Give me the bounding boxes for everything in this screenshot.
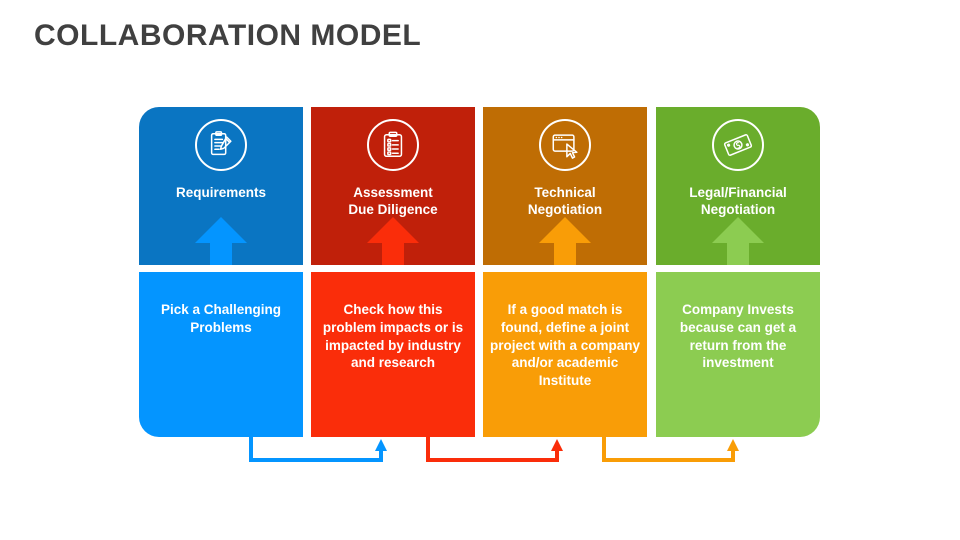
browser-window-cursor-icon (539, 119, 591, 171)
stage-arrow-up (656, 217, 820, 265)
stage-description-box-legal-financial[interactable]: Company Invests because can get a return… (656, 272, 820, 437)
stage-column-technical: Technical Negotiation If a good match is… (483, 107, 647, 437)
stage-description-text: Company Invests because can get a return… (679, 302, 797, 371)
stage-description-box-assessment[interactable]: Check how this problem impacts or is imp… (311, 272, 475, 437)
stage-arrow-up (311, 217, 475, 265)
stage-description-box-requirements[interactable]: Pick a Challenging Problems (139, 272, 303, 437)
stage-description-text: Pick a Challenging Problems (160, 302, 282, 335)
stage-description-box-technical[interactable]: If a good match is found, define a joint… (483, 272, 647, 437)
connector-orange (602, 437, 739, 462)
collaboration-model-diagram: Requirements Pick a Challenging Problems (139, 107, 821, 437)
clipboard-pencil-icon (195, 119, 247, 171)
stage-card-assessment[interactable]: Assessment Due Diligence (311, 107, 475, 265)
stage-column-assessment: Assessment Due Diligence Check how this … (311, 107, 475, 437)
page-title: COLLABORATION MODEL (34, 19, 422, 52)
stage-description-text: Check how this problem impacts or is imp… (322, 302, 464, 371)
connector-red (426, 437, 563, 462)
stage-card-legal-financial[interactable]: Legal/Financial Negotiation (656, 107, 820, 265)
checklist-clipboard-icon (367, 119, 419, 171)
connector-blue (249, 437, 387, 462)
stage-column-legal-financial: Legal/Financial Negotiation Company Inve… (656, 107, 820, 437)
stage-card-technical[interactable]: Technical Negotiation (483, 107, 647, 265)
stage-arrow-up (139, 217, 303, 265)
stage-description-text: If a good match is found, define a joint… (489, 302, 641, 389)
stage-card-title: Requirements (175, 185, 267, 200)
stage-card-requirements[interactable]: Requirements (139, 107, 303, 265)
stage-arrow-up (483, 217, 647, 265)
stage-column-requirements: Requirements Pick a Challenging Problems (139, 107, 303, 437)
stage-card-title: Legal/Financial Negotiation (689, 185, 787, 218)
stage-card-title: Technical Negotiation (527, 185, 603, 218)
banknote-icon (712, 119, 764, 171)
stage-card-title: Assessment Due Diligence (348, 185, 438, 218)
